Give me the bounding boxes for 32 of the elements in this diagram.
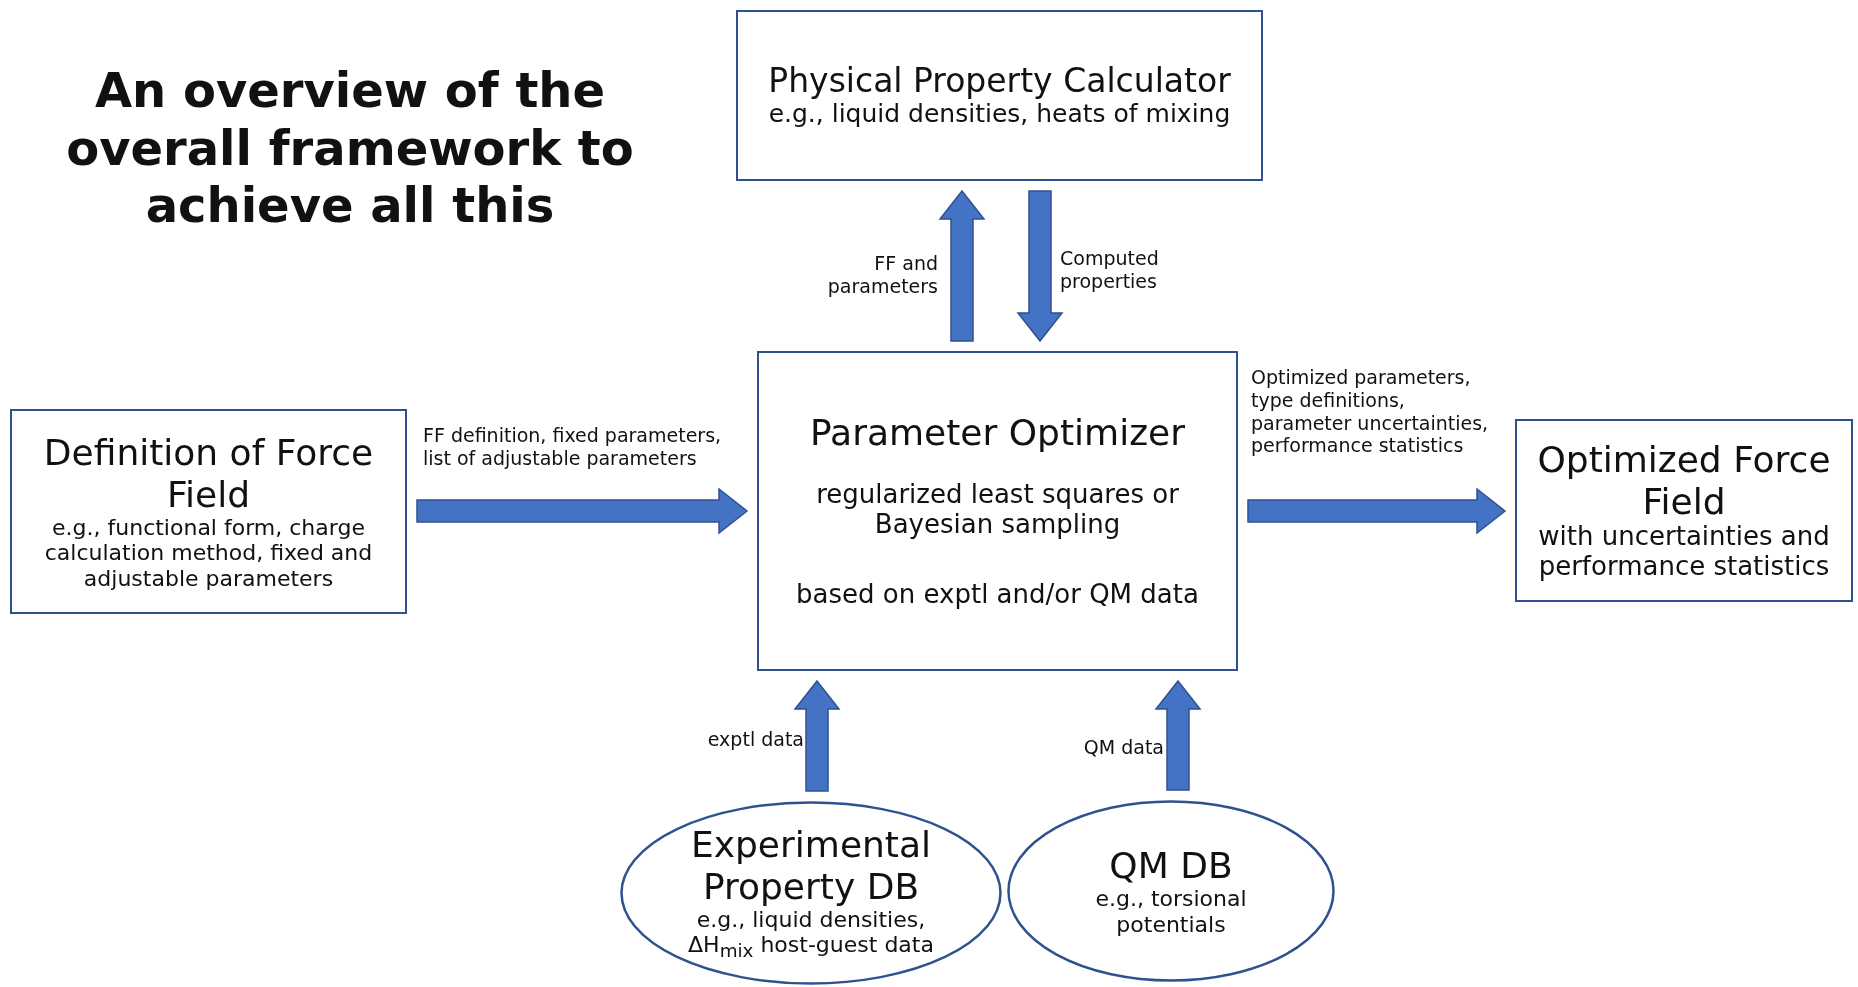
block-arrow bbox=[416, 487, 749, 535]
node-description: e.g., torsional potentials bbox=[1094, 886, 1248, 937]
edge-label: exptl data bbox=[706, 728, 804, 751]
block-arrow bbox=[1016, 190, 1064, 343]
edge-label: FF and parameters bbox=[826, 252, 938, 298]
block-arrow bbox=[1247, 487, 1507, 535]
process-box bbox=[1515, 419, 1853, 602]
node-heading: Parameter Optimizer bbox=[810, 412, 1185, 454]
block-arrow bbox=[793, 679, 841, 792]
edge-label: Optimized parameters, type definitions, parameter uncertainties, performance statistics bbox=[1251, 366, 1490, 458]
edge-label: QM data bbox=[1082, 736, 1164, 759]
block-arrow bbox=[938, 189, 986, 342]
node-heading: Experimental Property DB bbox=[689, 824, 933, 907]
edge-label: Computed properties bbox=[1060, 247, 1160, 293]
node-description: e.g., liquid densities, ΔH$_{mix}$ host-guest data bbox=[687, 907, 935, 962]
process-box bbox=[757, 351, 1238, 671]
process-box bbox=[736, 10, 1263, 181]
node-description: regularized least squares or Bayesian sampling bbox=[815, 479, 1180, 540]
ellipse-node bbox=[620, 801, 1002, 985]
node-heading: Physical Property Calculator bbox=[768, 62, 1231, 101]
process-box bbox=[10, 409, 407, 614]
ellipse-node bbox=[1007, 800, 1335, 982]
node-heading: QM DB bbox=[1109, 845, 1233, 887]
node-description: with uncertainties and performance statistics bbox=[1537, 522, 1831, 582]
edge-label: FF definition, fixed parameters, list of adjustable parameters bbox=[423, 424, 723, 470]
block-arrow bbox=[1154, 679, 1202, 791]
title: An overview of the overall framework to achieve all this bbox=[65, 62, 635, 235]
node-description: e.g., liquid densities, heats of mixing bbox=[768, 100, 1231, 129]
node-heading: Optimized Force Field bbox=[1536, 439, 1832, 522]
node-note: based on exptl and/or QM data bbox=[796, 579, 1199, 610]
node-heading: Definition of Force Field bbox=[42, 432, 375, 515]
node-description: e.g., functional form, charge calculation method, fixed and adjustable parameters bbox=[43, 514, 374, 591]
